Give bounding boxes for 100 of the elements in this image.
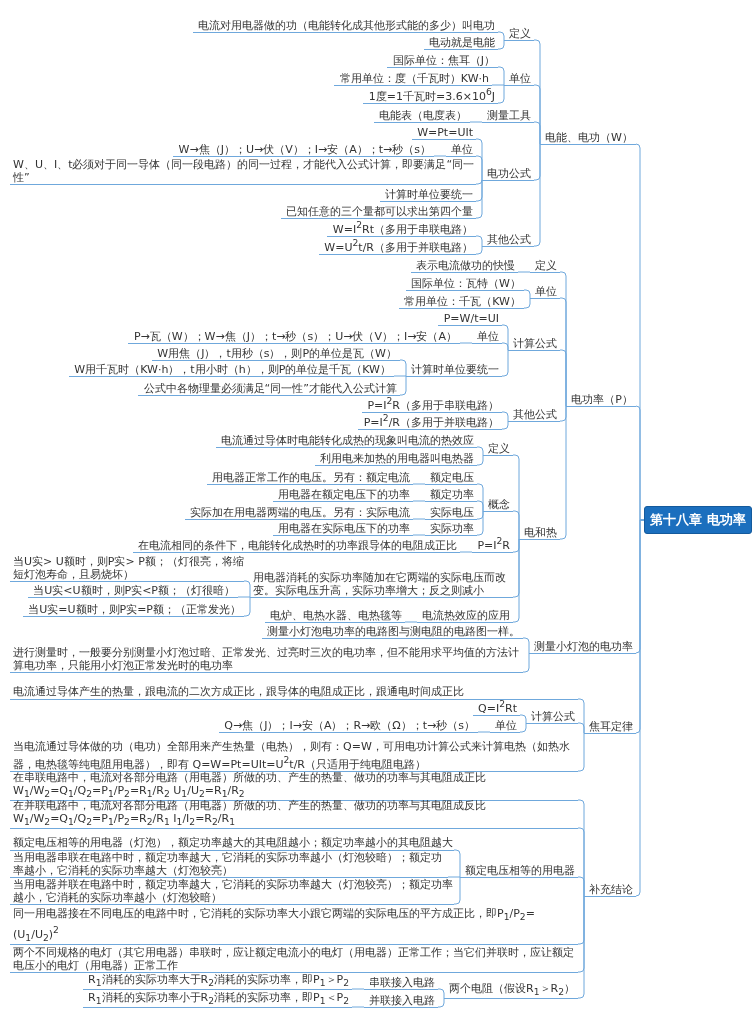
topic-label: 单位	[530, 285, 560, 299]
branch-line	[497, 31, 505, 41]
topic-label: 已知任意的三个量都可以求出第四个量	[281, 205, 476, 219]
topic-label: 用电器正常工作的电压。另有：额定电流	[207, 471, 413, 485]
branch-line	[476, 446, 484, 456]
branch-line	[491, 84, 505, 86]
topic-label: 其他公式	[482, 233, 534, 247]
topic-label: 两个电阻（假设R$_{1}$＞R$_{2}$）	[444, 982, 578, 1000]
topic-label: 公式中各物理量必须满足“同一性”才能代入公式计算	[138, 382, 400, 396]
branch-line	[577, 876, 585, 897]
topic-label: 单位	[472, 330, 502, 344]
topic-label: 额定功率	[425, 488, 477, 502]
topic-label: 其他公式	[508, 408, 560, 422]
topic-label: W用千瓦时（KW·h），t用小时（h），则P的单位是千瓦（KW）	[69, 363, 394, 377]
topic-label: R$_{1}$消耗的实际功率小于R$_{2}$消耗的实际功率，即P$_{1}$＜P$_{2}$	[83, 991, 352, 1009]
branch-line	[351, 1006, 365, 1008]
topic-label: 当U实> U额时，则P实> P额；（灯很亮，将缩短灯泡寿命，且易烧坏）	[10, 556, 244, 582]
branch-line	[501, 420, 509, 430]
topic-label: 单位	[490, 719, 520, 733]
branch-line	[243, 580, 251, 598]
branch-line	[447, 876, 461, 878]
branch-line	[437, 997, 445, 1008]
branch-line	[559, 349, 567, 407]
branch-line	[476, 454, 484, 466]
topic-label: 计算公式	[508, 337, 560, 351]
topic-label: Q=I$^{2}$Rt	[473, 697, 520, 716]
topic-label: 定义	[530, 259, 560, 273]
topic-label: 当U实<U额时，则P实<P额；（灯很暗）	[28, 584, 238, 598]
topic-label: 1度=1千瓦时=3.6×10$^{6}$J	[363, 85, 498, 104]
topic-label: 常用单位：度（千瓦时）KW·h	[334, 72, 492, 86]
topic-label: 国际单位：焦耳（J）	[387, 54, 498, 68]
branch-line	[577, 722, 585, 734]
topic-label: 电功率（P）	[566, 393, 636, 407]
branch-line	[475, 179, 483, 185]
topic-label: 实际功率	[425, 522, 477, 536]
topic-label: Q→焦（J）；I→安（A）；R→欧（Ω）；t→秒（s）	[219, 719, 478, 733]
topic-label: 定义	[504, 27, 534, 41]
topic-label: W→焦（J）；U→伏（V）；I→安（A）；t→秒（s）	[173, 143, 434, 157]
branch-line	[476, 510, 484, 536]
topic-label: 当电流通过导体做的功（电功）全部用来产生热量（电热），则有：Q=W，可用电功计算公式来计算电热（如热水器，电热毯等纯电阻用电器），即有 Q=W=Pt=UIt=U$^{2}$t/R（只适用于纯电阻电路）	[10, 741, 578, 772]
branch-line	[533, 121, 541, 145]
topic-label: 串联接入电路	[364, 976, 438, 990]
topic-label: 实际电压	[425, 506, 477, 520]
branch-line	[523, 297, 531, 309]
topic-label: 在并联电路中，电流对各部分电路（用电器）所做的功、产生的热量、做功的功率与其电阻成反比W$_{1}$/W$_{2}$=Q$_{1}$/Q$_{2}$=P$_{1}$/P$_{2}$=R$_{2}$/R$_{1}$ I$_{1}$/I$_{2}$=R$_{2}$/R$_{1}$	[10, 800, 578, 830]
topic-label: 用电器在实际电压下的功率	[273, 522, 413, 536]
branch-line	[512, 538, 520, 623]
topic-label: P=I$^{2}$/R（多用于并联电路）	[358, 411, 502, 430]
topic-label: W=Pt=UIt	[412, 126, 476, 140]
topic-label: 进行测量时，一般要分别测量小灯泡过暗、正常发光、过亮时三次的电功率，但不能用求平均值的方法计算电功率，只能用小灯泡正常发光时的电功率	[10, 647, 523, 673]
topic-label: 并联接入电路	[364, 994, 438, 1008]
topic-label: W用焦（J），t用秒（s），则P的单位是瓦（W）	[152, 347, 400, 361]
topic-label: 在电流相同的条件下，电能转化成热时的功率跟导体的电阻成正比	[133, 539, 460, 553]
branch-line	[475, 155, 483, 181]
topic-label: 电流通过导体时电能转化成热的现象叫电流的热效应	[216, 434, 477, 448]
topic-label: 单位	[504, 72, 534, 86]
branch-line	[477, 731, 491, 733]
branch-line	[519, 714, 527, 724]
branch-line	[497, 84, 505, 104]
branch-line	[522, 637, 530, 654]
branch-line	[433, 155, 447, 157]
topic-label: 当用电器串联在电路中时，额定功率越大，它消耗的实际功率越小（灯泡较暗）；额定功率越小，它消耗的实际功率越大（灯泡较亮）	[10, 852, 448, 878]
topic-label: P=W/t=UI	[438, 312, 502, 326]
topic-label: R$_{1}$消耗的实际功率大于R$_{2}$消耗的实际功率，即P$_{1}$＞P$_{2}$	[83, 973, 352, 991]
branch-line	[497, 66, 505, 86]
topic-label: 电流对用电器做的功（电能转化成其他形式能的多少）叫电功	[193, 19, 498, 33]
topic-label: 实际加在用电器两端的电压。另有：实际电流	[185, 506, 413, 520]
central-topic-box: 第十八章 电功率	[644, 506, 752, 534]
topic-label: 国际单位：瓦特（W）	[406, 277, 524, 291]
topic-label: 定义	[483, 442, 513, 456]
topic-label: 两个不同规格的电灯（其它用电器）串联时，应让额定电流小的电灯（用电器）正常工作；当它们并联时，应让额定电压小的电灯（用电器）正常工作	[10, 947, 578, 973]
topic-label: 利用电来加热的用电器叫电热器	[315, 452, 477, 466]
topic-label: P=I$^{2}$R（多用于串联电路）	[362, 394, 502, 413]
topic-label: 常用单位：千瓦（KW）	[399, 295, 524, 309]
topic-label: 计算公式	[526, 710, 578, 724]
topic-label: 电和热	[519, 526, 560, 540]
branch-line	[237, 596, 251, 598]
branch-line	[523, 289, 531, 299]
topic-label: 补充结论	[584, 883, 636, 897]
topic-label: 额定电压相等的用电器	[460, 864, 578, 878]
topic-label: 测量小灯泡电功率的电路图与测电阻的电路图一样。	[262, 625, 523, 639]
topic-label: 概念	[483, 498, 513, 512]
branch-line	[476, 500, 484, 512]
branch-line	[517, 271, 531, 273]
branch-line	[399, 359, 407, 377]
branch-line	[497, 39, 505, 50]
branch-line	[412, 483, 426, 485]
branch-line	[522, 652, 530, 673]
topic-label: 电流热效应的应用	[417, 609, 513, 623]
branch-line	[404, 621, 418, 623]
topic-label: 焦耳定律	[584, 720, 636, 734]
topic-label: 当用电器并联在电路中时，额定功率越大，它消耗的实际功率越大（灯泡较亮）；额定功率越小，它消耗的实际功率越小（灯泡较暗）	[10, 879, 454, 905]
topic-label: 计算时单位要统一	[380, 188, 476, 202]
topic-label: W、U、I、t必须对于同一导体（同一段电路）的同一过程，才能代入公式计算，即要满足“同一性”	[10, 159, 476, 185]
branch-line	[412, 534, 426, 536]
branch-line	[519, 722, 527, 733]
topic-label: 用电器在额定电压下的功率	[273, 488, 413, 502]
branch-line	[412, 500, 426, 502]
branch-line	[475, 235, 483, 247]
topic-label: 计算时单位要统一	[406, 363, 502, 377]
